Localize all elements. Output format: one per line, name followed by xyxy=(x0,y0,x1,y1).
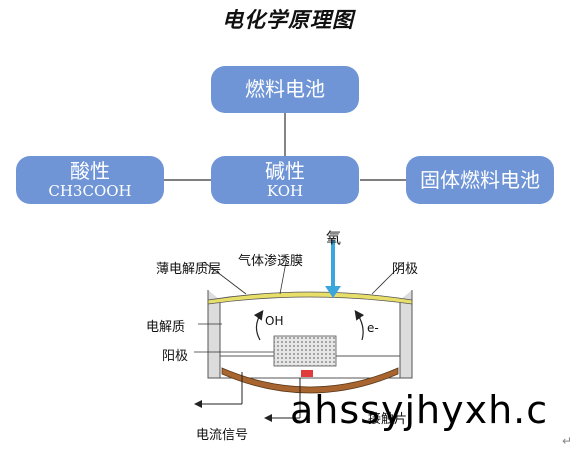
node-alkaline-label: 碱性 xyxy=(265,158,305,183)
label-oxygen: 氧 xyxy=(326,229,342,247)
leader-membrane xyxy=(279,261,287,295)
leader-thin-layer xyxy=(203,261,247,295)
label-cathode: 阴极 xyxy=(392,262,419,277)
node-alkaline: 碱性 KOH xyxy=(211,156,359,204)
node-fuel-cell-label: 燃料电池 xyxy=(245,77,325,101)
label-gas-membrane: 气体渗透膜 xyxy=(238,254,304,269)
gas-membrane xyxy=(207,291,413,305)
node-alkaline-formula: KOH xyxy=(266,181,304,200)
oxygen-arrow-head xyxy=(325,286,341,298)
node-solid-fuel-cell-label: 固体燃料电池 xyxy=(420,167,540,192)
node-acidic-formula: CH3COOH xyxy=(48,181,132,200)
label-thin-electrolyte-layer: 薄电解质层 xyxy=(156,262,222,277)
electron-arrow xyxy=(354,310,365,341)
return-mark: ↵ xyxy=(562,434,573,448)
label-electrolyte: 电解质 xyxy=(146,320,186,335)
diagram-title: 电化学原理图 xyxy=(222,8,354,32)
label-current-signal: 电流信号 xyxy=(196,428,249,443)
node-acidic-label: 酸性 xyxy=(70,158,110,183)
bottom-plate xyxy=(221,367,399,394)
contact-piece xyxy=(301,370,313,377)
node-solid-fuel-cell: 固体燃料电池 xyxy=(406,156,554,204)
node-fuel-cell: 燃料电池 xyxy=(211,66,359,113)
label-oh: OH xyxy=(265,314,284,328)
label-electron: e- xyxy=(367,321,379,335)
node-acidic: 酸性 CH3COOH xyxy=(16,156,164,204)
label-contact: 接触片 xyxy=(368,412,408,427)
watermark-text: ahssyjhyxh.c xyxy=(290,388,549,432)
leader-cathode xyxy=(371,261,405,295)
label-anode: 阳极 xyxy=(162,349,189,364)
oh-arrow xyxy=(253,310,264,341)
anode-plate xyxy=(273,335,337,367)
